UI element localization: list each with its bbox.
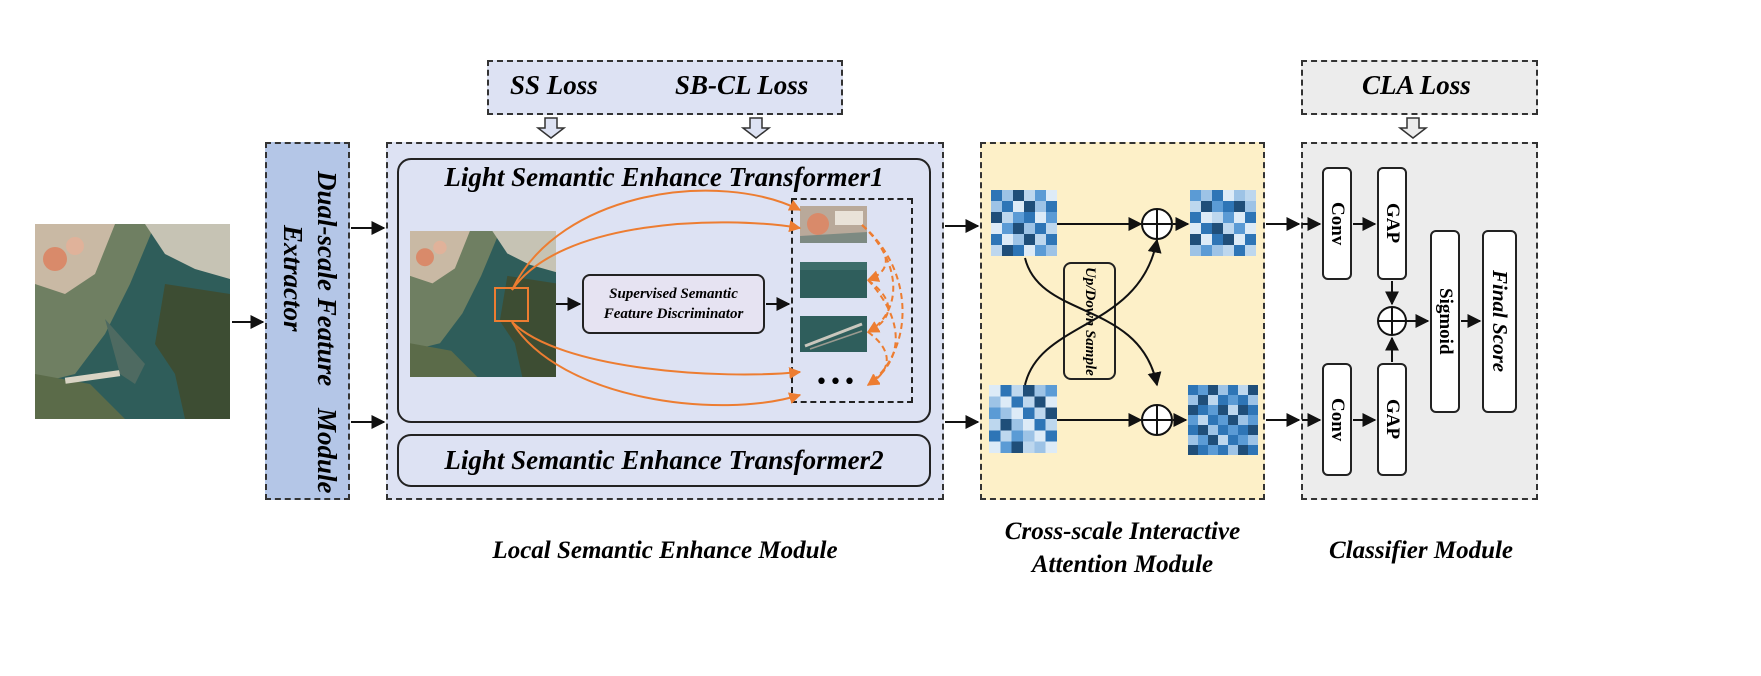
gap-bottom-label: GAP xyxy=(1382,399,1403,440)
patch-list-box xyxy=(791,198,913,403)
updown-line2: Sample xyxy=(1082,329,1098,376)
cia-module-caption: Cross-scale Interactive Attention Module xyxy=(960,515,1285,581)
feature-extractor-label-line2: Module xyxy=(312,408,342,494)
final-score-block: Final Score xyxy=(1482,230,1517,413)
lse-transformer1-box xyxy=(397,158,931,423)
heatmap-top-left xyxy=(991,190,1057,256)
lse-module-caption: Local Semantic Enhance Module xyxy=(492,537,838,564)
ss-loss-down-arrow xyxy=(535,117,567,139)
patch-ellipsis: ••• xyxy=(815,370,857,395)
feature-extractor-label: Dual-scale Feature Extractor Module xyxy=(272,148,344,494)
discriminator-line1: Supervised Semantic xyxy=(609,286,738,302)
final-score-label: Final Score xyxy=(1488,270,1512,373)
cia-add-bottom-icon xyxy=(1141,404,1173,436)
cla-loss-box xyxy=(1301,60,1538,115)
patch-2-image xyxy=(800,262,867,298)
discriminator-line2: Feature Discriminator xyxy=(603,306,744,322)
sbcl-loss-down-arrow xyxy=(740,117,772,139)
focus-patch-box xyxy=(494,287,529,322)
heatmap-bottom-right xyxy=(1188,385,1258,455)
cia-caption-line2: Attention Module xyxy=(1031,551,1214,578)
ss-loss-label: SS Loss xyxy=(510,70,598,100)
sigmoid-label: Sigmoid xyxy=(1435,288,1456,355)
lse-transformer1-title: Light Semantic Enhance Transformer1 xyxy=(444,162,884,192)
cia-add-top-icon xyxy=(1141,208,1173,240)
conv-bottom-block: Conv xyxy=(1322,363,1352,476)
updown-sample-box: Up/Down Sample xyxy=(1063,262,1116,380)
cla-loss-label: CLA Loss xyxy=(1362,70,1471,100)
gap-top-block: GAP xyxy=(1377,167,1407,280)
patch-1-image xyxy=(800,206,867,243)
cia-caption-line1: Cross-scale Interactive xyxy=(1004,518,1241,545)
gap-top-label: GAP xyxy=(1382,203,1403,244)
conv-bottom-label: Conv xyxy=(1327,397,1348,442)
classifier-module-caption: Classifier Module xyxy=(1328,537,1514,564)
sigmoid-block: Sigmoid xyxy=(1430,230,1460,413)
feature-extractor-module xyxy=(265,142,350,500)
feature-discriminator-box: Supervised Semantic Feature Discriminato… xyxy=(582,274,765,334)
classifier-add-icon xyxy=(1377,306,1407,336)
heatmap-bottom-left xyxy=(989,385,1057,453)
feature-extractor-label-line1: Dual-scale Feature Extractor xyxy=(278,170,342,386)
patch-3-image xyxy=(800,316,867,352)
lse-transformer2-box: Light Semantic Enhance Transformer2 xyxy=(397,434,931,487)
gap-bottom-block: GAP xyxy=(1377,363,1407,476)
conv-top-label: Conv xyxy=(1327,201,1348,246)
cla-loss-down-arrow xyxy=(1397,117,1429,139)
heatmap-top-right xyxy=(1190,190,1256,256)
sbcl-loss-label: SB-CL Loss xyxy=(675,70,809,100)
conv-top-block: Conv xyxy=(1322,167,1352,280)
input-satellite-image xyxy=(35,224,230,419)
lse-transformer2-title: Light Semantic Enhance Transformer2 xyxy=(444,445,884,475)
ss-sbcl-loss-box xyxy=(487,60,843,115)
